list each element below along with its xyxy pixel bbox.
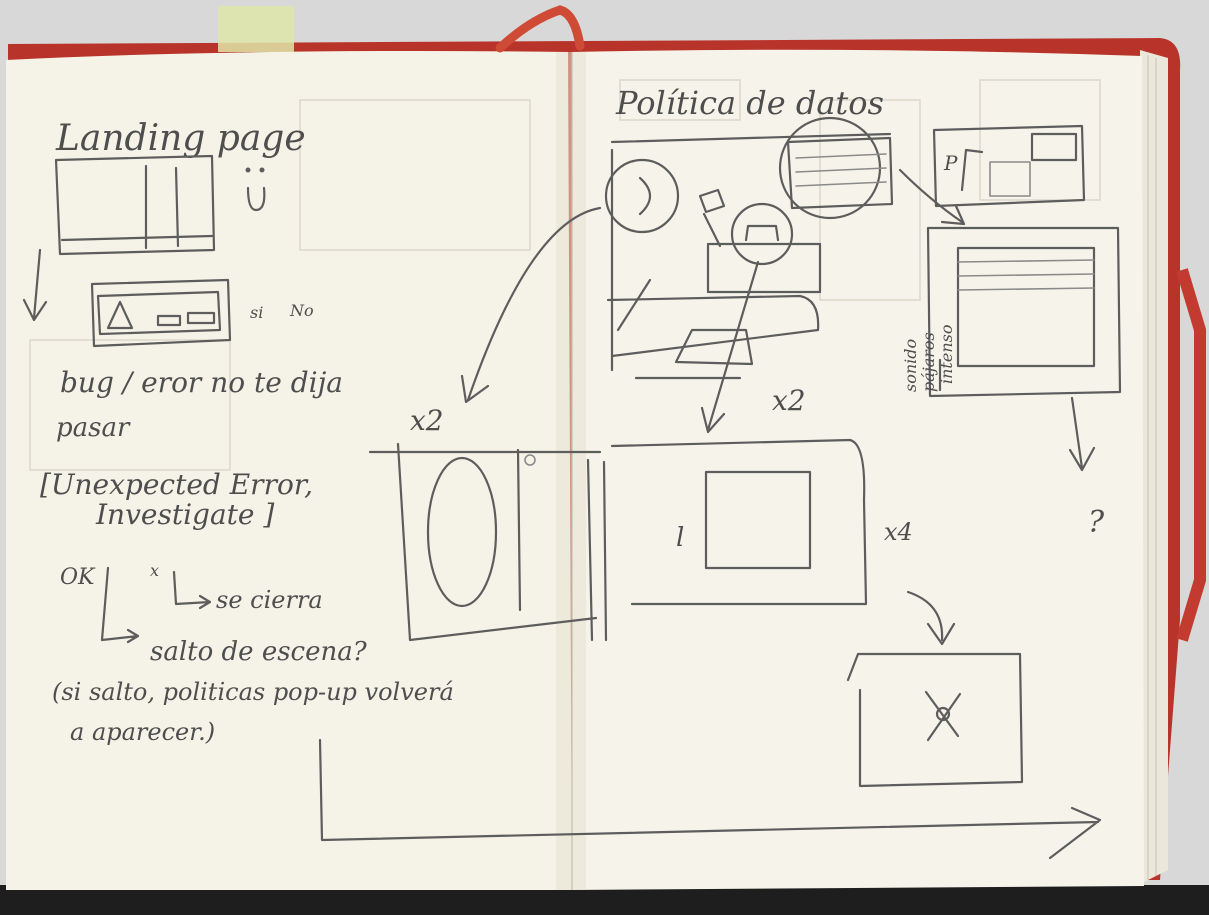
ok-label: OK [60,565,96,590]
x-label: x [150,561,159,580]
error-message-line-1: [Unexpected Error, [40,468,313,501]
right-page [572,50,1144,890]
panel-label-1: l [676,523,684,553]
multiplier-x4: x4 [884,518,913,546]
note-line-2: pasar [56,413,131,443]
dialog-option-no: No [289,301,314,320]
multiplier-x2-left: x2 [410,404,444,437]
scene-jump-text: salto de escena? [150,637,368,667]
footnote-line-1: (si salto, politicas pop-up volverá [52,678,454,706]
left-page-title: Landing page [55,118,306,159]
question-mark: ? [1088,505,1105,540]
right-page-title: Política de datos [615,84,884,122]
note-line-1: bug / eror no te dija [60,366,343,399]
error-message-line-2: Investigate ] [95,498,274,531]
tape [218,6,294,52]
dialog-option-si: si [250,303,263,322]
label-p: P [943,151,958,175]
footnote-line-2: a aparecer.) [70,718,215,746]
vertical-label-2: pájaros [919,332,938,392]
closes-text: se cierra [216,586,323,614]
multiplier-x2-right: x2 [772,384,806,417]
vertical-label-3: intenso [937,325,956,384]
vertical-label-1: sonido [901,339,920,392]
